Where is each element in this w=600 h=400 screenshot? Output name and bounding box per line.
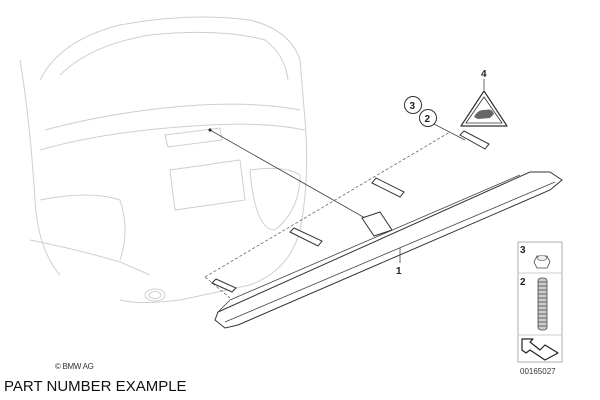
warning-label-icon — [460, 90, 508, 127]
spring-icon — [537, 277, 548, 331]
car-rear-outline — [19, 16, 308, 303]
mounting-studs — [211, 130, 490, 293]
diagram-number: 00165027 — [520, 367, 556, 376]
legend-label-3: 3 — [520, 245, 526, 256]
callout-2-circle — [419, 109, 437, 127]
legend-box: 3 2 — [517, 241, 563, 363]
legend-label-2: 2 — [520, 277, 526, 288]
callout-3-circle — [404, 96, 422, 114]
caption: PART NUMBER EXAMPLE — [4, 378, 187, 395]
copyright-text: © BMW AG — [55, 362, 94, 371]
callout-2: 2 — [425, 114, 431, 125]
arrow-icon — [521, 338, 559, 361]
brake-light-part-1 — [204, 130, 563, 329]
callout-3: 3 — [410, 101, 416, 112]
leader-line — [209, 129, 366, 219]
callout-1: 1 — [396, 266, 402, 277]
nut-icon — [533, 255, 551, 269]
callout-4: 4 — [481, 69, 487, 80]
mount-point — [208, 128, 212, 132]
